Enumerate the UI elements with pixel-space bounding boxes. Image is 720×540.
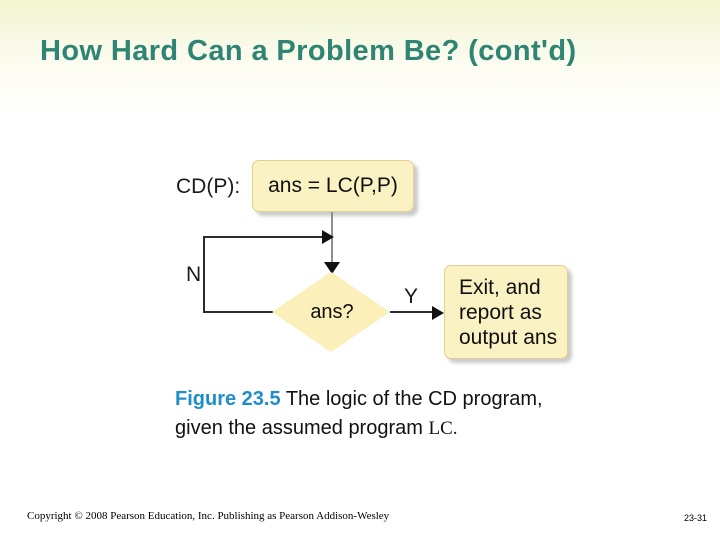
assignment-box-label: ans = LC(P,P) — [268, 173, 398, 197]
exit-box-line-3: output ans — [459, 326, 558, 349]
figure-caption-text: The logic of the CD program, given the a… — [175, 388, 543, 439]
assignment-box: ans = LC(P,P) — [252, 160, 414, 212]
branch-label-yes: Y — [404, 285, 419, 308]
decision-diamond: ans? — [272, 272, 390, 352]
figure-caption: Figure 23.5 The logic of the CD program,… — [175, 385, 575, 443]
connector-loop-bottom — [203, 311, 274, 313]
connector-decision-to-exit — [390, 311, 434, 313]
slide-number: 23-31 — [684, 513, 708, 523]
branch-label-no: N — [186, 263, 202, 286]
figure-caption-lc: LC. — [428, 418, 458, 439]
page-title: How Hard Can a Problem Be? (cont'd) — [40, 35, 577, 67]
connector-loop-top — [203, 236, 327, 238]
exit-box: Exit, and report as output ans — [444, 265, 568, 359]
arrowhead-right-loop-icon — [322, 230, 334, 244]
copyright-notice: Copyright © 2008 Pearson Education, Inc.… — [27, 510, 390, 522]
exit-box-line-2: report as — [459, 301, 542, 324]
figure-number: Figure 23.5 — [175, 388, 281, 410]
arrowhead-down-icon — [324, 262, 340, 274]
process-label-cdp: CD(P): — [176, 175, 241, 198]
decision-label: ans? — [310, 300, 354, 323]
connector-loop-vertical — [203, 236, 205, 313]
arrowhead-right-exit-icon — [432, 306, 444, 320]
exit-box-line-1: Exit, and — [459, 276, 541, 299]
